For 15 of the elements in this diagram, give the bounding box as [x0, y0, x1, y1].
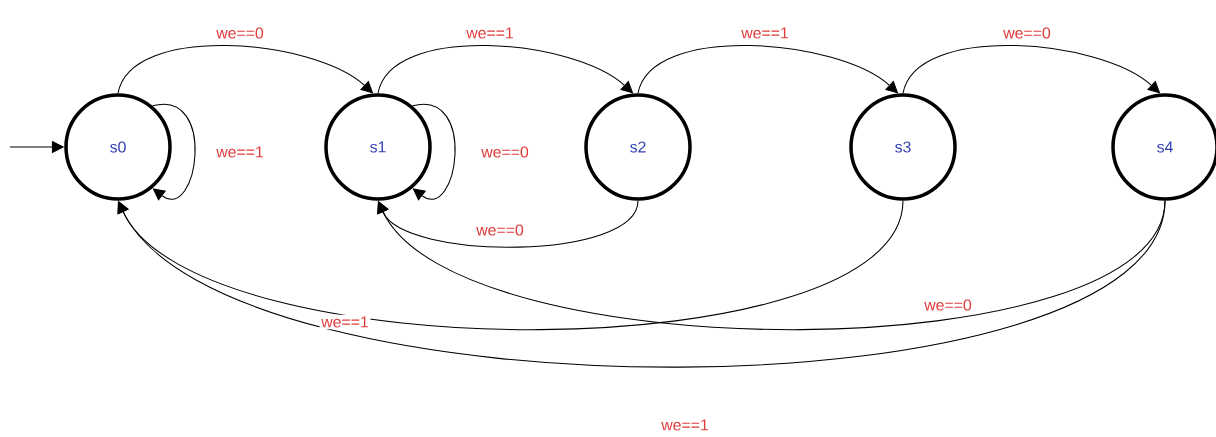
- edge-label: we==1: [214, 144, 266, 160]
- edge-label: we==1: [659, 417, 711, 433]
- arrow: [152, 103, 196, 201]
- edge-label: we==1: [464, 25, 516, 41]
- edge-label: we==0: [214, 25, 266, 41]
- edge-label: we==0: [479, 144, 531, 160]
- arrow: [117, 200, 1166, 368]
- edge-label: we==0: [922, 297, 974, 313]
- arrow: [117, 200, 904, 331]
- edge-label: we==0: [1001, 25, 1053, 41]
- arrow: [412, 103, 456, 201]
- arrow: [377, 200, 1166, 331]
- edge-label: we==1: [739, 25, 791, 41]
- edge-label: we==1: [319, 314, 371, 330]
- edge-label: we==0: [474, 222, 526, 238]
